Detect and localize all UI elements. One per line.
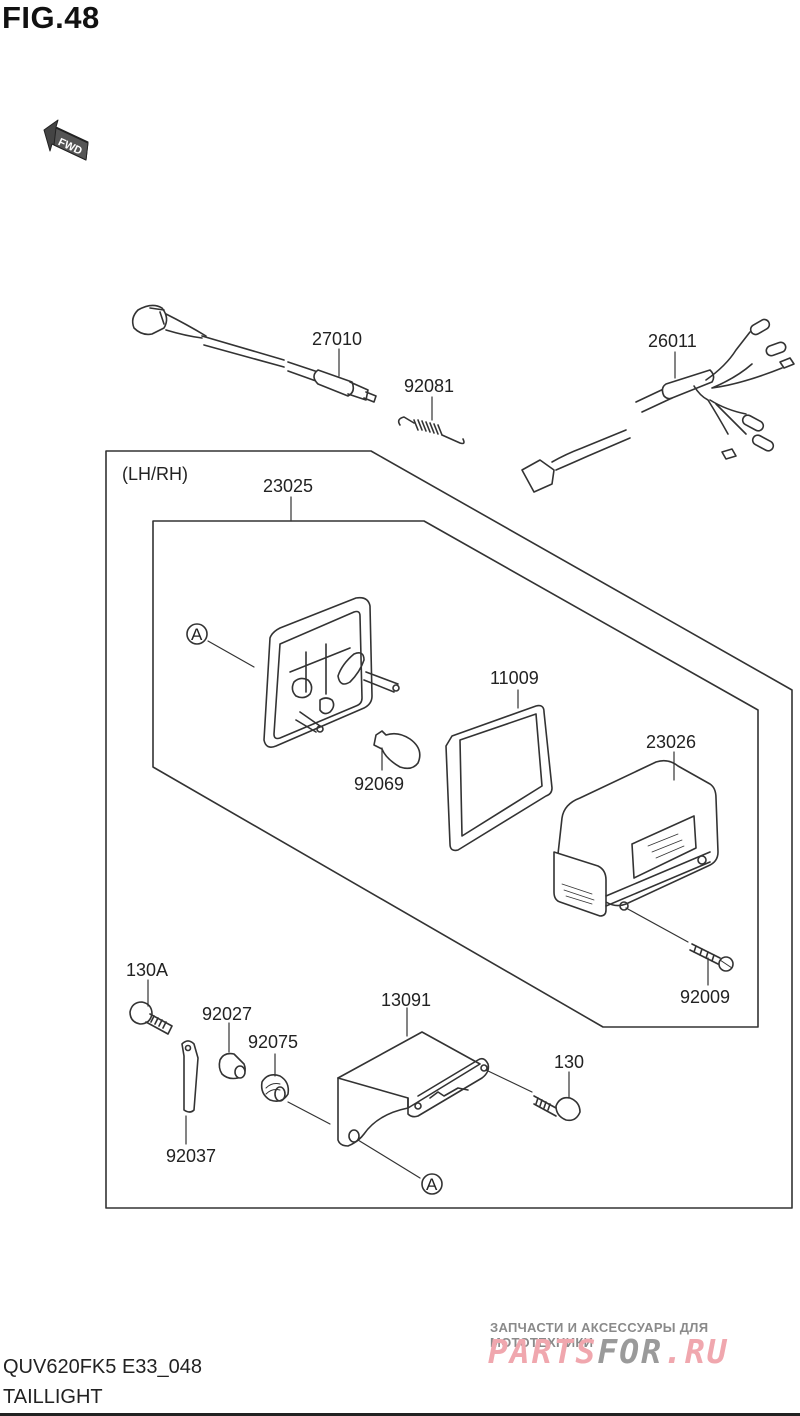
callout-23026: 23026 [646,732,696,752]
callout-11009: 11009 [490,668,539,688]
part-92069-bulb[interactable] [373,730,421,771]
group-label-lh-rh: (LH/RH) [122,464,188,484]
callout-92009: 92009 [680,987,730,1007]
watermark-logo-part1: PARTS [488,1332,598,1371]
group-frame-inner [152,520,759,1028]
part-11009-gasket[interactable] [445,689,553,852]
part-23026-lens-cover[interactable] [553,751,719,943]
watermark-logo: PARTSFOR.RU [488,1332,729,1371]
fwd-arrow-icon: FWD [43,119,89,161]
part-27010-switch[interactable] [131,304,377,403]
callout-92075: 92075 [248,1032,298,1052]
part-26011-harness[interactable] [521,318,795,493]
part-130A-bolt[interactable] [129,979,173,1035]
ref-a-top: A [191,625,203,644]
callout-13091: 13091 [381,990,431,1010]
watermark-logo-part2: FOR [597,1332,663,1371]
part-92037-strap[interactable] [181,1040,199,1145]
part-92081-spring[interactable] [397,396,465,445]
callout-130A: 130A [126,960,168,980]
part-13091-bracket[interactable] [337,1007,533,1179]
model-code: QUV620FK5 E33_048 [3,1356,203,1378]
bottom-rule [0,1413,800,1416]
ref-a-bottom: A [426,1175,438,1194]
ref-a-circle-bottom [421,1173,443,1195]
callout-26011: 26011 [648,331,697,351]
callout-130: 130 [554,1052,584,1072]
callout-92081: 92081 [404,376,454,396]
group-frame-outer [105,450,793,1209]
ref-a-circle-top [186,623,208,645]
part-92009-screw[interactable] [689,943,734,986]
part-92075-grommet[interactable] [260,1053,331,1125]
callout-23025: 23025 [263,476,313,496]
section-name: TAILLIGHT [3,1386,103,1408]
watermark-tagline: ЗАПЧАСТИ И АКСЕССУАРЫ ДЛЯ МОТОТЕХНИКИ [490,1320,709,1350]
part-92027-collar[interactable] [218,1022,246,1080]
callout-92027: 92027 [202,1004,252,1024]
watermark-logo-part3: .RU [662,1332,729,1371]
part-23025-lamp-base[interactable] [263,596,400,748]
callout-92037: 92037 [166,1146,216,1166]
callout-92069: 92069 [354,774,404,794]
callout-27010: 27010 [312,329,362,349]
part-130-bolt[interactable] [533,1071,581,1122]
figure-title: FIG.48 [2,0,100,35]
